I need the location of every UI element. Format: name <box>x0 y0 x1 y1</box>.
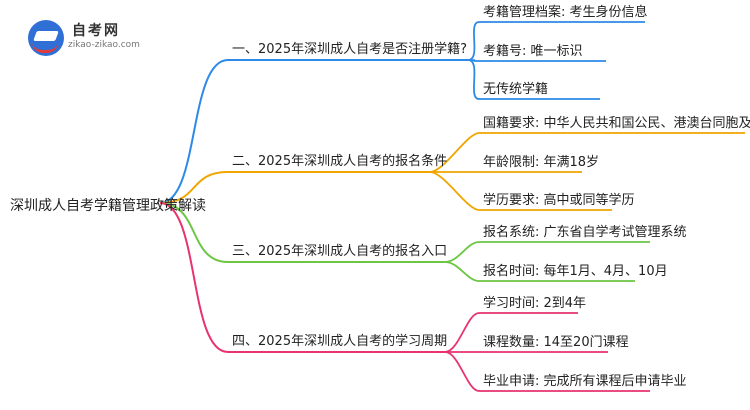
branch-to-child-edge <box>467 59 480 100</box>
root-to-branch-edge <box>159 202 229 263</box>
branch-to-child-edge <box>444 261 480 282</box>
branch-label: 一、2025年深圳成人自考是否注册学籍? <box>232 41 467 57</box>
mind-map-edges <box>159 21 745 392</box>
mind-map-nodes: 深圳成人自考学籍管理政策解读 一、2025年深圳成人自考是否注册学籍? 考籍管理档… <box>10 4 750 389</box>
child-label: 毕业申请: 完成所有课程后申请毕业 <box>483 374 687 389</box>
child-label: 考籍管理档案: 考生身份信息 <box>483 4 648 20</box>
branch-label: 二、2025年深圳成人自考的报名条件 <box>232 153 447 169</box>
child-label: 报名时间: 每年1月、4月、10月 <box>483 263 668 279</box>
branch-to-child-edge <box>467 21 480 61</box>
root-to-branch-edge <box>159 171 229 204</box>
root-to-branch-edge <box>159 59 229 204</box>
branch-to-child-edge <box>444 312 480 353</box>
child-label: 年龄限制: 年满18岁 <box>483 155 599 170</box>
logo-title: 自考网 <box>72 23 120 39</box>
root-topic: 深圳成人自考学籍管理政策解读 <box>10 197 206 214</box>
branch-to-child-edge <box>429 132 480 173</box>
root-to-branch-edge <box>159 202 229 353</box>
child-label: 国籍要求: 中华人民共和国公民、港澳台同胞及外籍人士 <box>483 115 750 131</box>
branch-label: 四、2025年深圳成人自考的学习周期 <box>232 333 447 349</box>
graduation-cap-icon <box>28 20 64 56</box>
child-label: 学习时间: 2到4年 <box>483 295 586 311</box>
child-label: 课程数量: 14至20门课程 <box>483 335 629 350</box>
child-label: 学历要求: 高中或同等学历 <box>483 192 635 208</box>
child-label: 考籍号: 唯一标识 <box>483 43 583 59</box>
site-logo: 自考网 zikao-zikao.com <box>28 18 158 58</box>
child-label: 无传统学籍 <box>483 81 548 97</box>
branch-to-child-edge <box>444 241 480 263</box>
child-label: 报名系统: 广东省自学考试管理系统 <box>483 224 687 240</box>
branch-label: 三、2025年深圳成人自考的报名入口 <box>232 243 447 259</box>
branch-to-child-edge <box>429 171 480 211</box>
branch-to-child-edge <box>444 351 480 392</box>
logo-subtitle: zikao-zikao.com <box>68 40 140 50</box>
